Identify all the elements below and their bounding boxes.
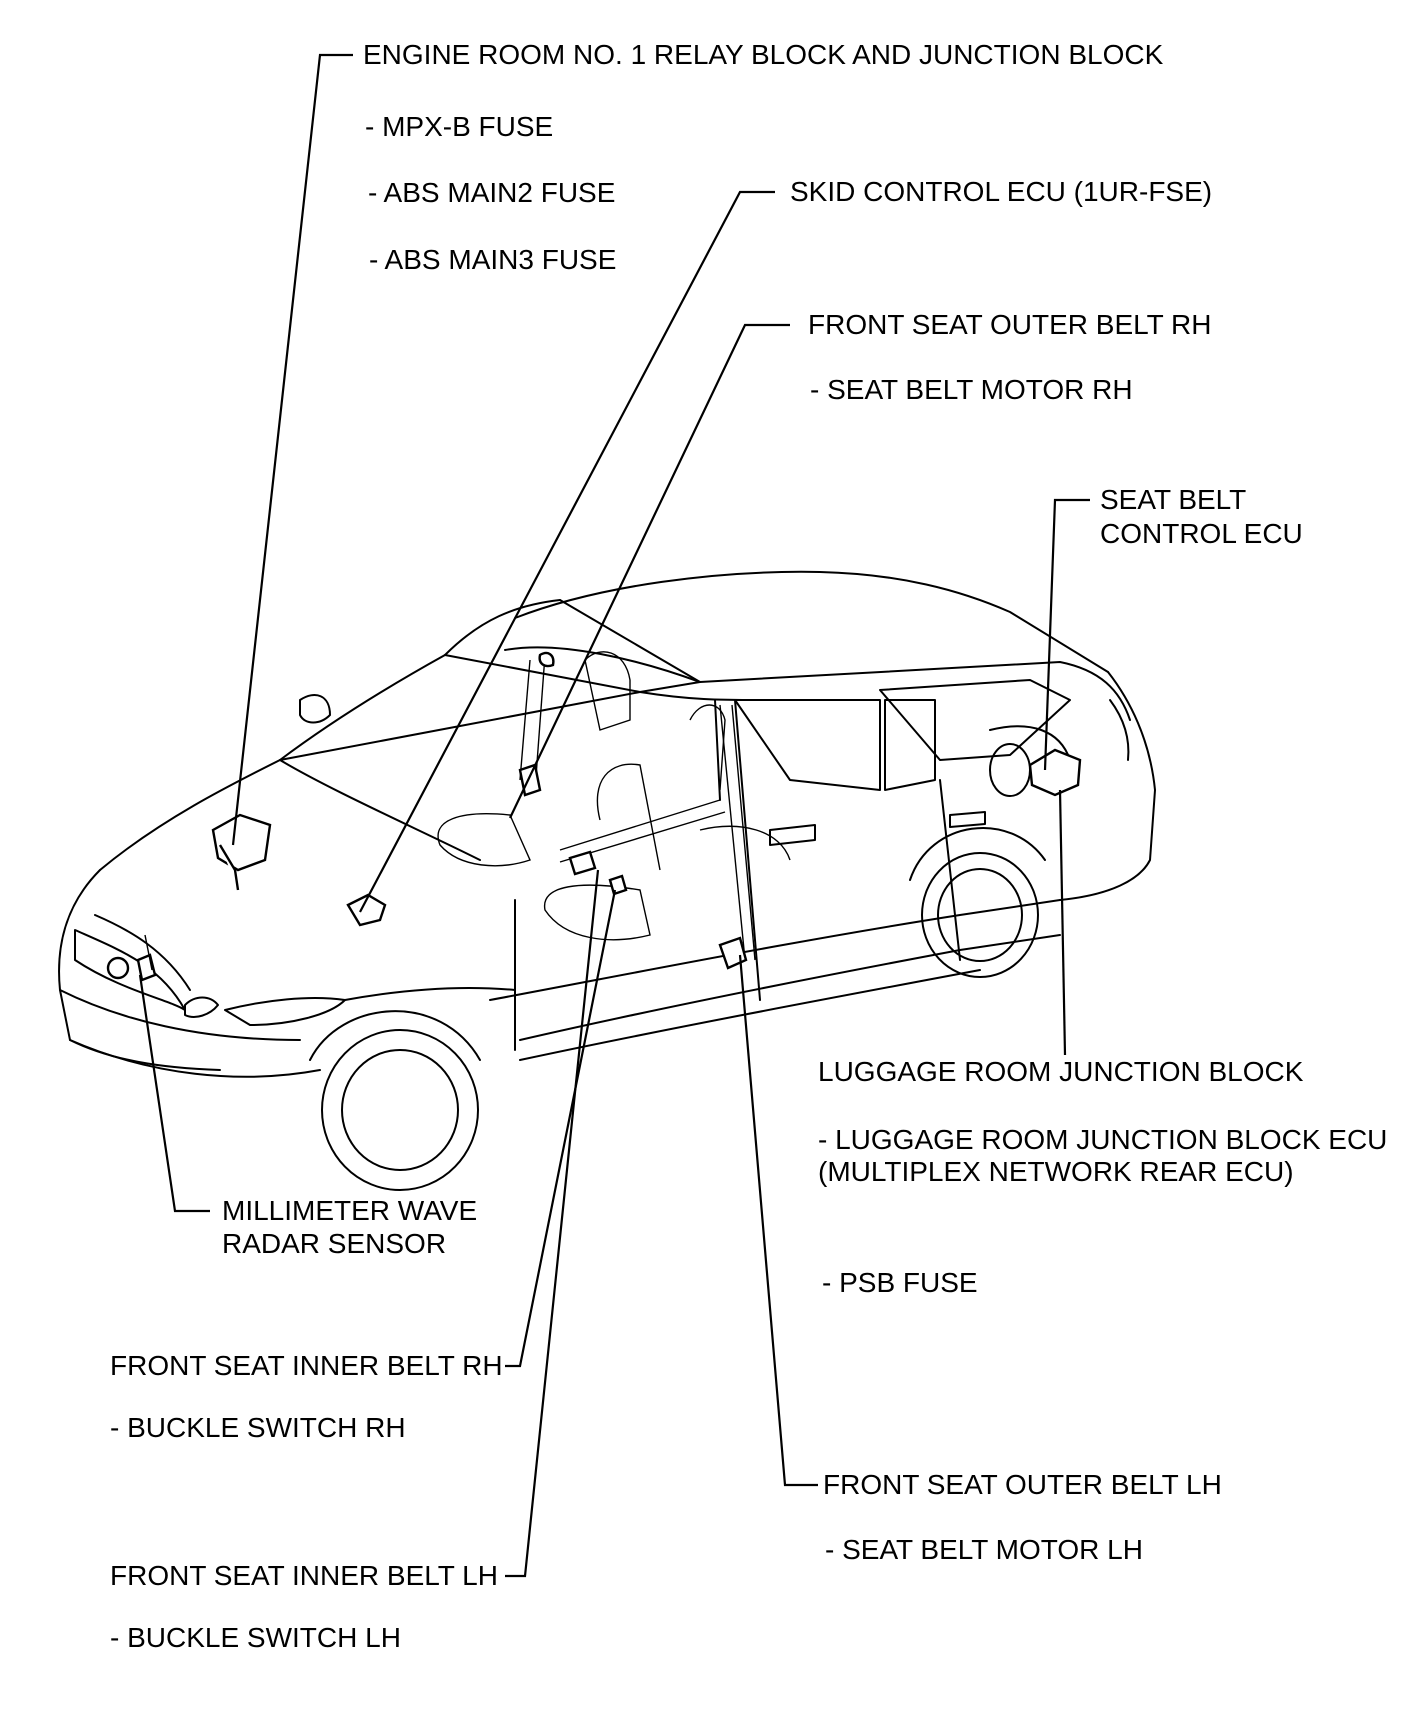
mpx-b-fuse-label: - MPX-B FUSE — [365, 111, 554, 142]
leader-lines — [138, 53, 1090, 1578]
seat-belt-control-ecu-label-1: SEAT BELT — [1100, 484, 1247, 515]
front-seat-inner-belt-rh-label: FRONT SEAT INNER BELT RH — [110, 1350, 503, 1381]
luggage-room-jb-ecu-label-1: - LUGGAGE ROOM JUNCTION BLOCK ECU — [818, 1124, 1388, 1155]
engine-room-relay-block-part — [211, 813, 272, 891]
front-seat-outer-belt-lh-part — [718, 936, 748, 970]
buckle-switch-lh-label: - BUCKLE SWITCH LH — [110, 1622, 401, 1653]
seat-belt-control-ecu-part — [1028, 748, 1082, 797]
front-seat-inner-belt-lh-label: FRONT SEAT INNER BELT LH — [110, 1560, 498, 1591]
millimeter-wave-label-1: MILLIMETER WAVE — [222, 1195, 478, 1226]
abs-main2-fuse-label: - ABS MAIN2 FUSE — [368, 177, 616, 208]
buckle-parts — [568, 850, 628, 896]
engine-room-block-label: ENGINE ROOM NO. 1 RELAY BLOCK AND JUNCTI… — [363, 39, 1164, 70]
seat-belt-motor-lh-label: - SEAT BELT MOTOR LH — [825, 1534, 1143, 1565]
millimeter-wave-radar-part — [106, 934, 157, 982]
buckle-switch-rh-label: - BUCKLE SWITCH RH — [110, 1412, 406, 1443]
seat-belt-control-ecu-label-2: CONTROL ECU — [1100, 518, 1303, 549]
front-seat-outer-belt-rh-label: FRONT SEAT OUTER BELT RH — [808, 309, 1212, 340]
car-body — [58, 570, 1156, 1191]
luggage-room-junction-block-label: LUGGAGE ROOM JUNCTION BLOCK — [818, 1056, 1304, 1087]
skid-control-ecu-part — [346, 893, 387, 927]
front-seat-outer-belt-lh-label: FRONT SEAT OUTER BELT LH — [823, 1469, 1222, 1500]
millimeter-wave-label-2: RADAR SENSOR — [222, 1228, 447, 1259]
car-interior — [437, 651, 791, 961]
psb-fuse-label: - PSB FUSE — [822, 1267, 978, 1298]
abs-main3-fuse-label: - ABS MAIN3 FUSE — [369, 244, 617, 275]
skid-control-ecu-label: SKID CONTROL ECU (1UR-FSE) — [790, 176, 1213, 207]
luggage-room-jb-ecu-label-2: (MULTIPLEX NETWORK REAR ECU) — [818, 1156, 1294, 1187]
seat-belt-motor-rh-label: - SEAT BELT MOTOR RH — [810, 374, 1133, 405]
